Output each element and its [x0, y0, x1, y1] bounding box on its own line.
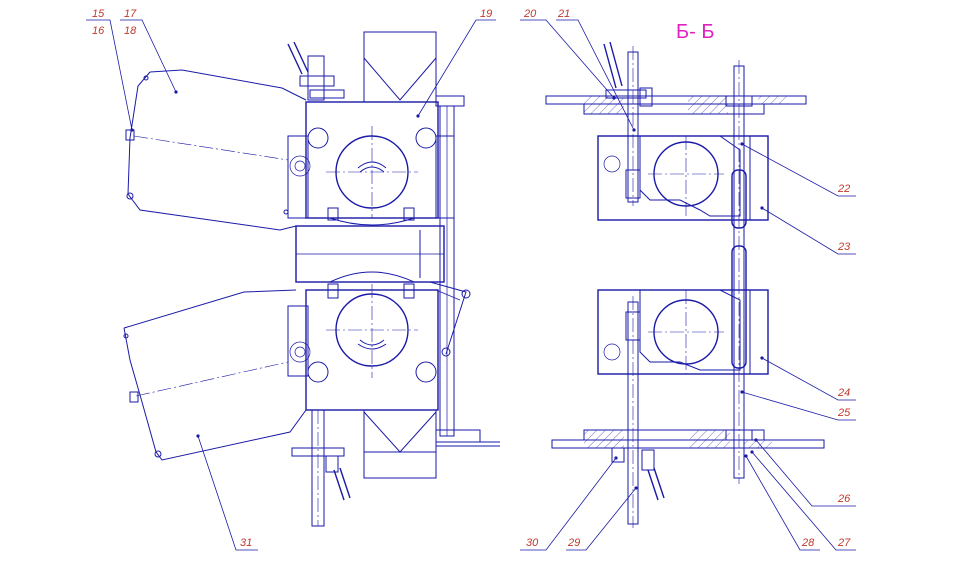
side-frame: [435, 95, 500, 447]
upper-guard: [125, 69, 307, 231]
callout-25: 25: [837, 407, 851, 419]
left-view: [123, 31, 500, 527]
section-view: [545, 41, 825, 528]
lower-guard: [123, 289, 307, 461]
callout-20: 20: [523, 8, 537, 20]
callout-29: 29: [567, 537, 580, 549]
callout-31: 31: [240, 537, 252, 549]
upper-housing-section: [597, 135, 769, 221]
leader-lines: [86, 19, 856, 551]
callout-30: 30: [526, 537, 539, 549]
callout-27: 27: [837, 537, 851, 549]
lower-housing-section: [597, 289, 769, 375]
callout-16: 16: [92, 25, 105, 37]
callout-labels: 15 16 17 18 19 20 21 22 23 24 25 26 27 2…: [92, 8, 851, 549]
right-stud: [725, 60, 753, 484]
upper-roll-housing: [287, 101, 455, 226]
lower-clamp-handle: [291, 409, 351, 527]
callout-19: 19: [480, 8, 492, 20]
lower-roll-housing: [287, 281, 471, 411]
section-bottom-handle: [611, 447, 665, 501]
upper-clamp-handle: [287, 41, 345, 101]
upper-chute: [363, 31, 437, 103]
section-title: Б- Б: [676, 21, 714, 43]
top-plate: [545, 89, 807, 115]
callout-24: 24: [837, 387, 850, 399]
lower-chute: [363, 409, 437, 479]
middle-block: [295, 225, 445, 283]
callout-21: 21: [557, 8, 570, 20]
callout-22: 22: [837, 183, 850, 195]
callout-26: 26: [837, 493, 851, 505]
callout-17: 17: [124, 8, 137, 20]
left-stud: [625, 46, 641, 528]
callout-18: 18: [124, 25, 137, 37]
callout-15: 15: [92, 8, 105, 20]
callout-23: 23: [837, 241, 851, 253]
callout-28: 28: [801, 537, 815, 549]
bottom-plate: [551, 429, 825, 449]
section-top-handle: [603, 41, 653, 107]
